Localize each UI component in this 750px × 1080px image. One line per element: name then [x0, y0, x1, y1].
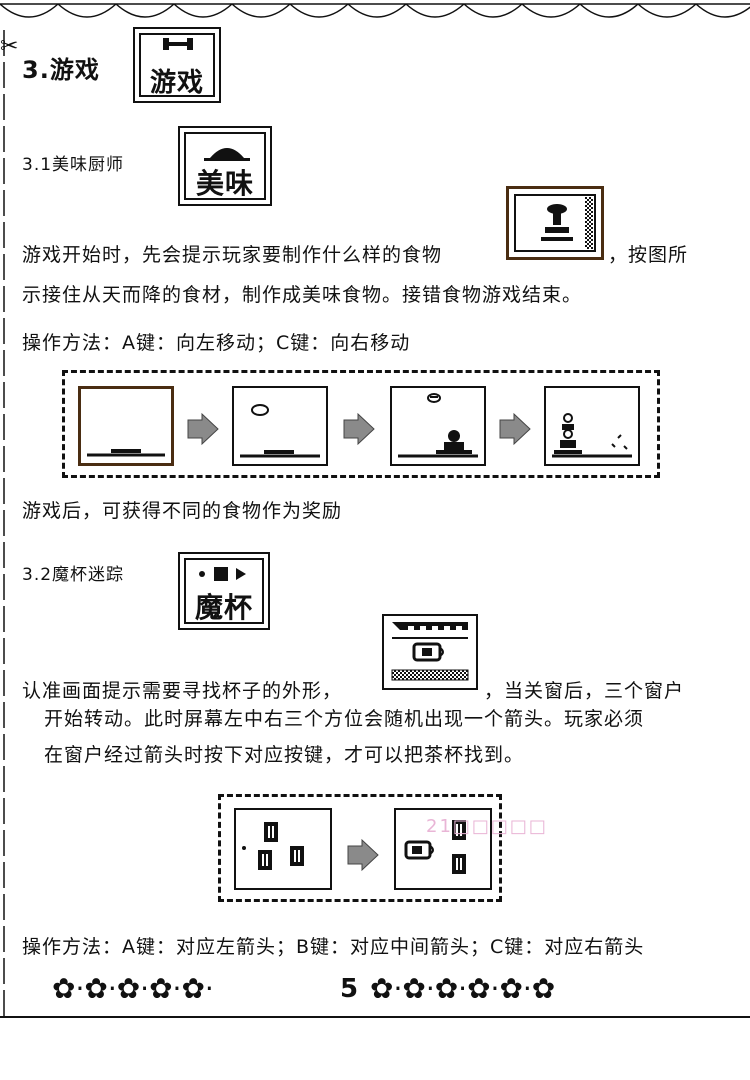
top-scallop-border — [0, 3, 750, 18]
game2-controls: 操作方法：A键：对应左箭头；B键：对应中间箭头；C键：对应右箭头 — [22, 936, 645, 958]
game2-desc-line2: 开始转动。此时屏幕左中右三个方位会随机出现一个箭头。玩家必须 — [44, 708, 645, 730]
scallop-arc — [637, 3, 697, 18]
chef-game-icon-label: 美味 — [195, 167, 254, 200]
left-margin-line — [3, 30, 5, 1020]
footer-ornament: ✿·✿·✿·✿·✿· 5 ✿·✿·✿·✿·✿·✿ — [52, 972, 652, 1012]
bottom-rule — [0, 1016, 750, 1018]
watermark-text: 21□□□□□ — [426, 816, 548, 837]
game1-sequence-panel — [62, 370, 660, 478]
scallop-arc — [57, 3, 117, 18]
game2-sequence-panel — [218, 794, 502, 902]
scallop-arc — [405, 3, 465, 18]
next-arrow-icon — [499, 412, 531, 446]
scallop-arc — [289, 3, 349, 18]
game1-frame-3 — [390, 386, 486, 466]
game2-frame-1 — [234, 808, 332, 890]
game1-controls: 操作方法：A键：向左移动；C键：向右移动 — [22, 332, 411, 354]
game1-frame-1 — [78, 386, 174, 466]
cup-row-icon — [199, 567, 246, 581]
scallop-arc — [347, 3, 407, 18]
game1-desc-line1: 游戏开始时，先会提示玩家要制作什么样的食物 — [22, 244, 443, 266]
food-stack-icon — [541, 204, 573, 241]
dumbbell-icon — [163, 38, 193, 50]
game1-frame-2 — [232, 386, 328, 466]
footer-flowers-right: ✿·✿·✿·✿·✿·✿ — [370, 972, 556, 1005]
scallop-arc — [695, 3, 750, 18]
scissors-icon: ✂ — [0, 34, 19, 59]
scallop-arc — [231, 3, 291, 18]
game1-title: 3.1美味厨师 — [22, 155, 125, 175]
cup-hint-icon — [382, 614, 478, 690]
food-hint-icon — [506, 186, 604, 260]
next-arrow-icon — [343, 412, 375, 446]
magic-cup-game-icon-label: 魔杯 — [194, 591, 253, 624]
scallop-arc — [115, 3, 175, 18]
scallop-arc — [173, 3, 233, 18]
game2-frame-2 — [394, 808, 492, 890]
page-number: 5 — [340, 974, 359, 1004]
game2-desc-line1-end: ，当关窗后，三个窗户 — [484, 680, 685, 702]
next-arrow-icon — [347, 838, 379, 872]
scallop-arc — [0, 3, 59, 18]
scallop-arc — [463, 3, 523, 18]
game-menu-icon: 游戏 — [133, 27, 221, 103]
magic-cup-game-icon: 魔杯 — [178, 552, 270, 630]
game-menu-icon-label: 游戏 — [149, 68, 204, 98]
game1-desc-line2: 示接住从天而降的食材，制作成美味食物。接错食物游戏结束。 — [22, 284, 583, 306]
game2-desc-line1: 认准画面提示需要寻找杯子的外形， — [22, 680, 343, 702]
game2-desc-line3: 在窗户经过箭头时按下对应按键，才可以把茶杯找到。 — [44, 744, 525, 766]
game1-frame-4 — [544, 386, 640, 466]
scallop-arc — [521, 3, 581, 18]
next-arrow-icon — [187, 412, 219, 446]
section-title: 3.游戏 — [22, 56, 100, 84]
chef-game-icon: 美味 — [178, 126, 272, 206]
game1-desc-line1-end: ，按图所 — [608, 244, 689, 266]
footer-flowers-left: ✿·✿·✿·✿·✿· — [52, 972, 214, 1005]
scallop-arc — [579, 3, 639, 18]
game2-title: 3.2魔杯迷踪 — [22, 565, 125, 585]
game1-reward: 游戏后，可获得不同的食物作为奖励 — [22, 500, 343, 522]
chef-hat-icon — [204, 148, 250, 161]
